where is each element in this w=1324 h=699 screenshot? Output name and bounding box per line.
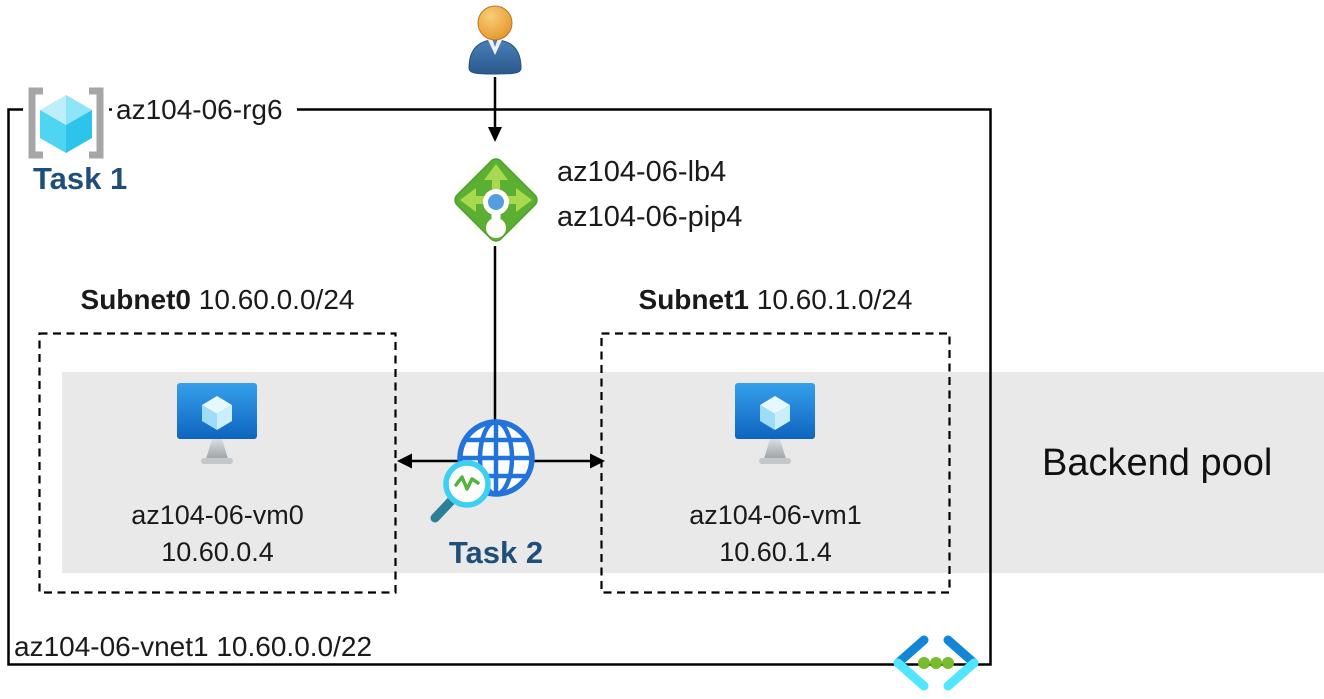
pulse-line <box>454 475 480 491</box>
globe-magnifier-icon <box>420 395 565 530</box>
vm0-labels: az104-06-vm0 10.60.0.4 <box>39 497 396 571</box>
virtual-machine-icon-vm0 <box>176 382 258 470</box>
vnet-label: az104-06-vnet1 10.60.0.0/22 <box>14 631 372 663</box>
magnifier-lens <box>443 460 491 508</box>
subnet1-cidr: 10.60.1.0/24 <box>756 284 913 315</box>
virtual-machine-icon-vm1 <box>734 382 816 470</box>
user-icon <box>458 2 532 76</box>
vm1-name: az104-06-vm1 <box>689 500 862 530</box>
subnet1-name: Subnet1 <box>638 284 749 315</box>
vm0-ip: 10.60.0.4 <box>161 537 274 567</box>
vm1-labels: az104-06-vm1 10.60.1.4 <box>601 497 950 571</box>
vnet-name: az104-06-vnet1 <box>14 631 209 662</box>
user-to-lb-arrow <box>488 77 502 142</box>
subnet1-label: Subnet1 10.60.1.0/24 <box>601 284 950 316</box>
load-balancer-icon <box>448 152 544 248</box>
magnifier-handle <box>430 495 457 523</box>
subnet0-name: Subnet0 <box>80 284 191 315</box>
resource-group-border <box>7 108 992 666</box>
vm1-ip: 10.60.1.4 <box>719 537 832 567</box>
resource-group-icon <box>23 85 109 161</box>
virtual-network-icon <box>886 632 986 694</box>
subnet0-cidr: 10.60.0.0/24 <box>198 284 355 315</box>
load-balancer-name: az104-06-lb4 <box>557 156 727 188</box>
task1-label: Task 1 <box>33 161 128 196</box>
subnet1-dashed-border <box>600 332 951 594</box>
subnet0-dashed-border <box>38 332 397 594</box>
cube-glyph <box>40 95 92 153</box>
task2-label: Task 2 <box>448 535 544 570</box>
backend-pool-band <box>62 372 1324 573</box>
subnet0-label: Subnet0 10.60.0.0/24 <box>39 284 396 316</box>
public-ip-name: az104-06-pip4 <box>557 201 743 233</box>
backend-pool-label: Backend pool <box>1042 442 1273 484</box>
resource-group-label: az104-06-rg6 <box>112 92 297 128</box>
vm0-name: az104-06-vm0 <box>131 500 304 530</box>
vnet-cidr: 10.60.0.0/22 <box>216 631 373 662</box>
